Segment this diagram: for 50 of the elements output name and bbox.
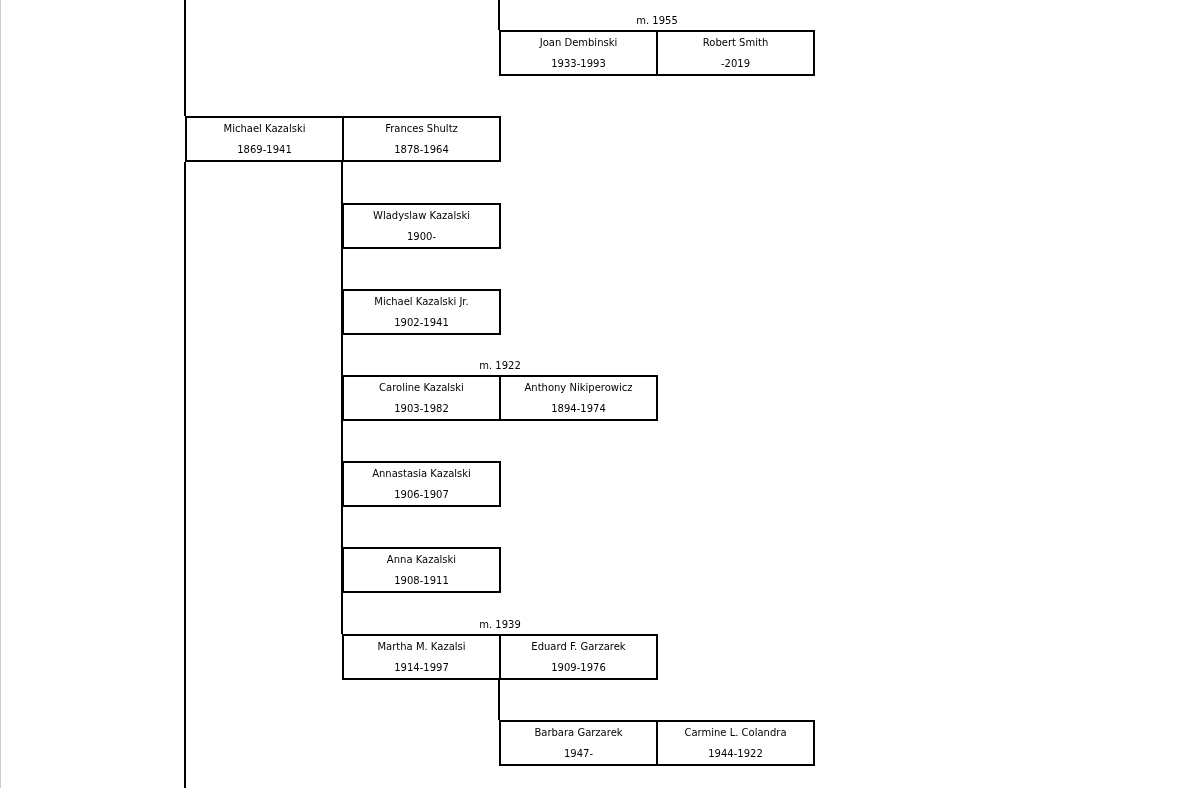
- person-name: Anthony Nikiperowicz: [524, 382, 633, 393]
- person-name: Frances Shultz: [385, 123, 458, 134]
- person-box: [185, 116, 344, 162]
- descent-line: [184, 161, 186, 788]
- descent-line: [498, 0, 500, 31]
- person-box: [499, 720, 658, 766]
- person-name: Michael Kazalski: [223, 123, 306, 134]
- life-dates: 1894-1974: [551, 403, 606, 414]
- life-dates: 1914-1997: [394, 662, 449, 673]
- person-box: [656, 720, 815, 766]
- marriage-date: m. 1922: [479, 360, 521, 371]
- life-dates: 1903-1982: [394, 403, 449, 414]
- person-name: Martha M. Kazalsi: [377, 641, 466, 652]
- person-box: [342, 375, 501, 421]
- person-box: [342, 289, 501, 335]
- life-dates: 1909-1976: [551, 662, 606, 673]
- descent-line: [184, 0, 186, 117]
- life-dates: 1869-1941: [237, 144, 292, 155]
- marriage-date: m. 1939: [479, 619, 521, 630]
- person-name: Michael Kazalski Jr.: [374, 296, 469, 307]
- life-dates: 1933-1993: [551, 58, 606, 69]
- life-dates: 1908-1911: [394, 575, 449, 586]
- person-name: Anna Kazalski: [386, 554, 457, 565]
- person-name: Carmine L. Colandra: [684, 727, 787, 738]
- person-name: Eduard F. Garzarek: [531, 641, 626, 652]
- person-box: [656, 30, 815, 76]
- marriage-date: m. 1955: [636, 15, 678, 26]
- life-dates: 1947-: [563, 748, 594, 759]
- life-dates: 1902-1941: [394, 317, 449, 328]
- person-box: [342, 547, 501, 593]
- person-box: [342, 203, 501, 249]
- person-box: [499, 375, 658, 421]
- life-dates: 1906-1907: [394, 489, 449, 500]
- life-dates: 1878-1964: [394, 144, 449, 155]
- life-dates: 1944-1922: [708, 748, 763, 759]
- person-box: [499, 634, 658, 680]
- life-dates: -2019: [720, 58, 751, 69]
- person-name: Robert Smith: [702, 37, 769, 48]
- person-name: Barbara Garzarek: [534, 727, 623, 738]
- descent-line: [341, 161, 343, 635]
- person-box: [342, 461, 501, 507]
- person-name: Wladyslaw Kazalski: [373, 210, 470, 221]
- person-box: [342, 634, 501, 680]
- life-dates: 1900-: [406, 231, 437, 242]
- descent-line: [498, 679, 500, 721]
- person-name: Caroline Kazalski: [379, 382, 464, 393]
- person-name: Annastasia Kazalski: [372, 468, 471, 479]
- person-name: Joan Dembinski: [539, 37, 618, 48]
- person-box: [499, 30, 658, 76]
- person-box: [342, 116, 501, 162]
